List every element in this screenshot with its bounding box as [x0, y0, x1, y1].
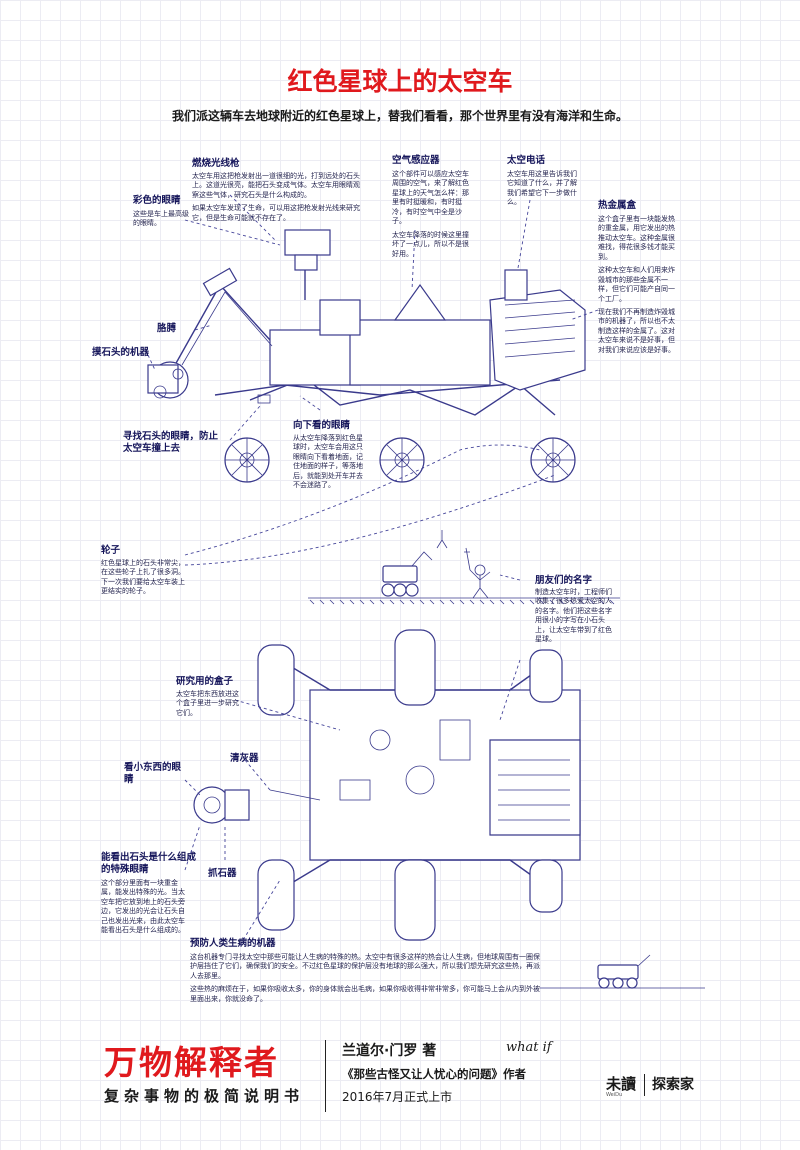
release-date: 2016年7月正式上市	[342, 1090, 453, 1104]
label-brush-title: 清灰器	[230, 753, 259, 764]
label-wheels-title: 轮子	[101, 545, 121, 556]
label-phone-title: 太空电话	[507, 155, 546, 166]
label-phone-body: 太空车用这里告诉我们它知道了什么，并了解我们希望它下一步做什么。	[507, 170, 577, 207]
label-color-eyes-body: 这些是车上最高级的眼睛。	[133, 210, 189, 228]
publisher-logo-weidu: 未讀	[606, 1075, 637, 1093]
label-radiation-title: 预防人类生病的机器	[190, 938, 276, 949]
label-friends-title: 朋友们的名字	[535, 575, 593, 586]
callout-leader-lines	[147, 194, 599, 946]
label-down-eyes-title: 向下看的眼睛	[293, 420, 351, 431]
label-color-eyes-title: 彩色的眼睛	[133, 195, 181, 206]
poster-subtitle: 我们派这辆车去地球附近的红色星球上，替我们看看，那个世界里有没有海洋和生命。	[171, 109, 628, 123]
label-friends-body: 制造太空车时，工程师们收集了很多热爱太空的人的名字。他们把这些名字用很小的字写在…	[535, 588, 612, 644]
label-wheels-body: 红色星球上的石头非常尖，在这些轮子上扎了很多洞。下一次我们要给太空车装上更结实的…	[101, 559, 185, 596]
publisher-logo-tansuojia: 探索家	[652, 1077, 694, 1093]
publisher-logo-weidu-small: WeiDu	[606, 1092, 623, 1098]
rover-top-view	[193, 629, 581, 941]
label-special-eyes-title: 能看出石头是什么组成的特殊眼睛	[101, 852, 197, 875]
logo-separator	[644, 1074, 645, 1096]
label-research-box-title: 研究用的盒子	[176, 676, 234, 687]
book-subtitle: 复杂事物的极简说明书	[104, 1087, 305, 1105]
label-small-eyes-title: 看小东西的眼睛	[124, 762, 182, 785]
label-research-box-body: 太空车把东西放进这个盒子里进一步研究它们。	[176, 690, 239, 717]
related-book-line: 《那些古怪又让人忧心的问题》作者	[342, 1067, 526, 1081]
label-heat-body: 这个盒子里有一块能发热的重金属，用它发出的热推动太空车。这种金属很难找，得花很多…	[598, 215, 675, 354]
label-special-eyes-body: 这个部分里面有一块重金属，能发出特殊的光。当太空车把它放到地上的石头旁边，它发出…	[101, 879, 185, 935]
label-drill-title: 抓石器	[208, 868, 237, 879]
label-laser-title: 燃烧光线枪	[192, 158, 240, 169]
label-grabber-title: 摸石头的机器	[92, 347, 150, 358]
label-down-eyes-body: 从太空车降落到红色星球时，太空车会用这只眼睛向下看着地面，记住地面的样子，等落地…	[293, 434, 363, 490]
label-haz-eyes-title: 寻找石头的眼睛，防止太空车撞上去	[123, 431, 219, 454]
footer-divider	[325, 1040, 326, 1112]
label-arm-title: 胳膊	[157, 323, 177, 334]
label-air-body: 这个部件可以感应太空车周围的空气，来了解红色星球上的天气怎么样：那里有时挺暖和，…	[392, 170, 469, 258]
whatif-handwritten-note: what if	[506, 1040, 552, 1055]
label-heat-title: 热金属盒	[598, 200, 637, 211]
small-rover-scene	[540, 954, 705, 989]
author-line: 兰道尔·门罗 著	[342, 1043, 437, 1059]
label-air-title: 空气感应器	[392, 155, 440, 166]
label-laser-body: 太空车用这把枪发射出一道很细的光，打到远处的石头上。这道光很亮，能把石头变成气体…	[192, 172, 360, 222]
label-radiation-body: 这台机器专门寻找太空中那些可能让人生病的特殊的热。太空中有很多这样的热会让人生病…	[190, 953, 540, 1003]
book-title: 万物解释者	[104, 1043, 279, 1082]
ground-scene-illustration	[308, 530, 620, 605]
rover-side-view	[147, 229, 586, 483]
poster-title: 红色星球上的太空车	[287, 67, 513, 96]
